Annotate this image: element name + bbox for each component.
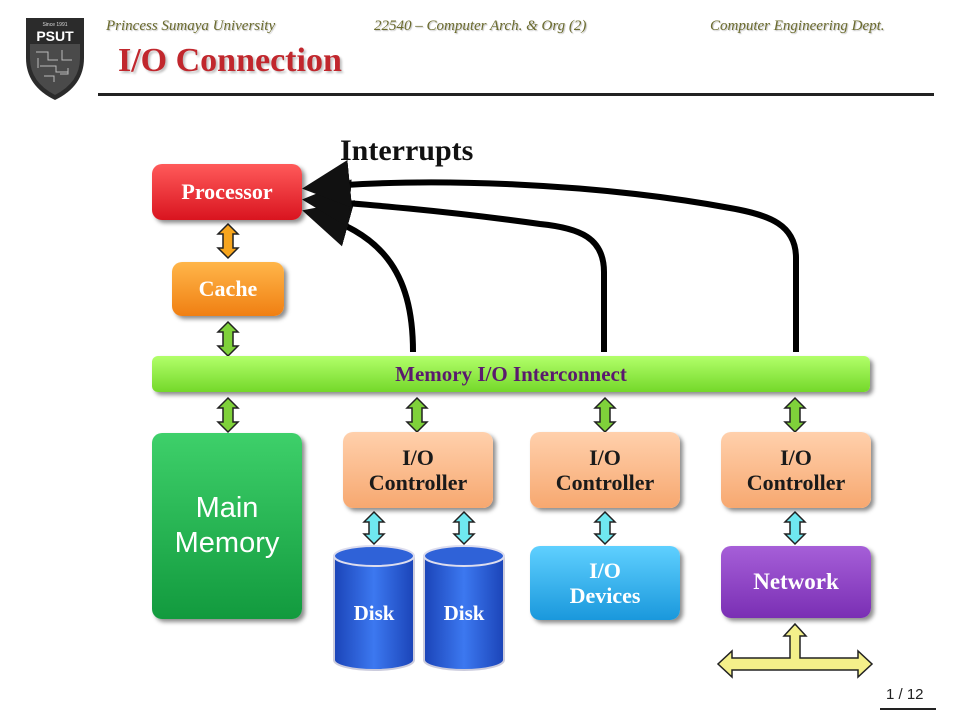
arrow-controller-disk-1: [362, 510, 386, 546]
arrow-bus-controller-3: [783, 396, 807, 434]
io-controller-1: I/O Controller: [343, 432, 493, 508]
header-course: 22540 – Computer Arch. & Org (2): [374, 18, 587, 34]
page-number-underline: [880, 708, 936, 710]
arrow-controller-devices: [593, 510, 617, 546]
arrow-bus-controller-2: [593, 396, 617, 434]
arrow-controller-disk-2: [452, 510, 476, 546]
io-devices-box: I/O Devices: [530, 546, 680, 620]
io-controller-3-line2: Controller: [746, 470, 846, 495]
interrupt-line-3: [302, 160, 799, 352]
io-controller-1-line1: I/O: [402, 445, 434, 470]
header-university: Princess Sumaya University: [106, 18, 276, 34]
arrow-processor-cache: [216, 222, 240, 260]
disk-1-shape: [333, 545, 415, 671]
page-number: 1 / 12: [886, 686, 924, 703]
arrow-bus-memory: [216, 396, 240, 434]
logo-name: PSUT: [36, 28, 74, 44]
network-box: Network: [721, 546, 871, 618]
io-controller-2-line2: Controller: [555, 470, 655, 495]
network-label: Network: [753, 569, 839, 594]
io-controller-3-line1: I/O: [780, 445, 812, 470]
disk-2-label: Disk: [444, 601, 485, 625]
arrow-bus-controller-1: [405, 396, 429, 434]
arrow-network-bus: [716, 622, 874, 679]
arrow-controller-network: [783, 510, 807, 546]
arrow-cache-bus: [216, 320, 240, 358]
university-logo: Since 1991 PSUT: [26, 18, 84, 100]
processor-box: Processor: [152, 164, 302, 220]
disk-2-shape: [423, 545, 505, 671]
double-arrows: [216, 222, 874, 679]
interrupt-line-1: [302, 200, 416, 353]
main-memory-label-2: Memory: [174, 527, 280, 559]
interconnect-label: Memory I/O Interconnect: [395, 361, 627, 386]
logo-since: Since 1991: [42, 22, 67, 28]
processor-label: Processor: [181, 179, 273, 204]
io-devices-line1: I/O: [589, 558, 621, 583]
io-controller-1-line2: Controller: [368, 470, 468, 495]
cache-box: Cache: [172, 262, 284, 316]
main-memory-box: Main Memory: [152, 433, 302, 619]
io-controller-2: I/O Controller: [530, 432, 680, 508]
io-devices-line2: Devices: [569, 583, 641, 608]
disk-1-label: Disk: [354, 601, 395, 625]
io-controller-3: I/O Controller: [721, 432, 871, 508]
cache-label: Cache: [198, 276, 258, 301]
interconnect-bar: Memory I/O Interconnect: [152, 356, 870, 392]
io-controller-2-line1: I/O: [589, 445, 621, 470]
slide-title: I/O Connection: [118, 42, 342, 79]
title-underline: [98, 93, 934, 96]
main-memory-label-1: Main: [195, 492, 259, 524]
interrupts-label: Interrupts: [340, 134, 474, 167]
interrupt-line-2: [302, 179, 607, 352]
header-department: Computer Engineering Dept.: [710, 18, 885, 34]
